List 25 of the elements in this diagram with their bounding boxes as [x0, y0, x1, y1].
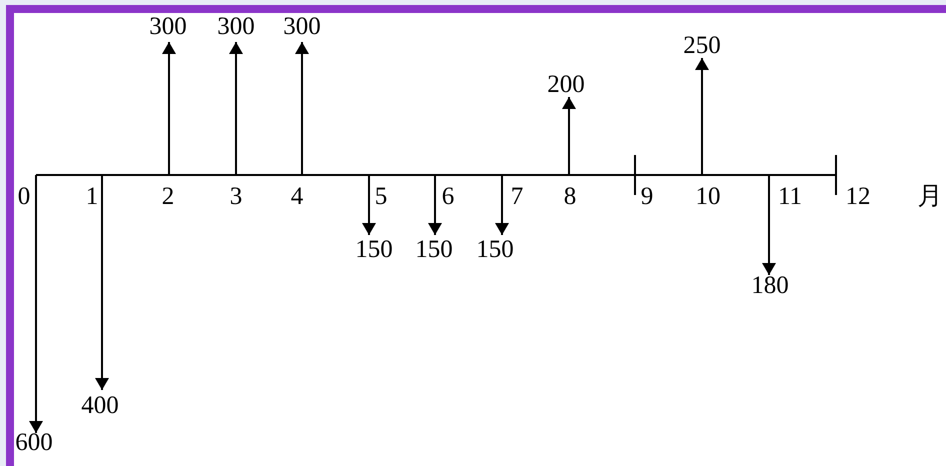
- month-label: 9: [640, 184, 654, 210]
- amount-label: 150: [476, 237, 514, 263]
- month-label: 11: [778, 184, 802, 210]
- amount-label: 150: [355, 237, 393, 263]
- month-label: 0: [18, 184, 30, 210]
- month-label: 8: [564, 184, 576, 210]
- amount-label: 200: [547, 72, 585, 98]
- month-label: 12: [846, 184, 870, 210]
- amount-label: 400: [81, 393, 119, 419]
- amount-label: 300: [283, 14, 321, 40]
- month-label: 5: [374, 184, 388, 210]
- amount-label: 180: [751, 273, 789, 299]
- amount-label: 300: [217, 14, 255, 40]
- month-label: 3: [230, 184, 242, 210]
- month-label: 1: [86, 184, 98, 210]
- amount-label: 250: [683, 33, 721, 59]
- amount-label: 150: [415, 237, 453, 263]
- month-label: 6: [442, 184, 454, 210]
- month-label: 10: [696, 184, 720, 210]
- unit-label: 月: [918, 184, 942, 210]
- amount-label: 600: [15, 430, 53, 456]
- month-label: 7: [510, 184, 524, 210]
- month-label: 4: [290, 184, 304, 210]
- month-label: 2: [162, 184, 174, 210]
- amount-label: 300: [149, 14, 187, 40]
